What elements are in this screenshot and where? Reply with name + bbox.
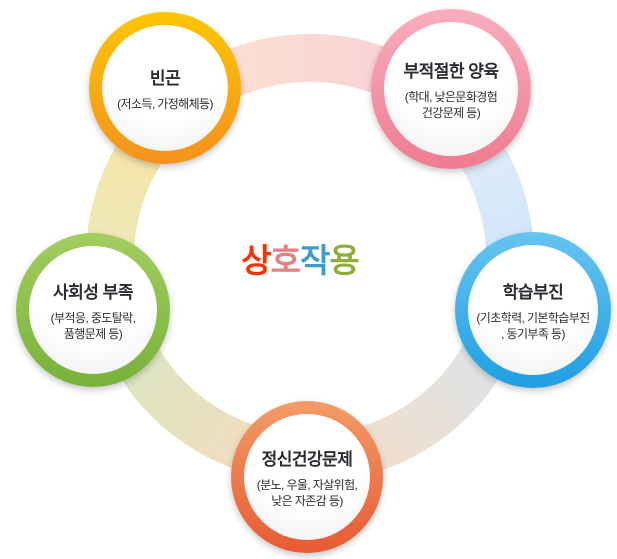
circle-subtitle: (기초학력, 기본학습부진 , 동기부족 등) <box>476 310 590 342</box>
circle-title: 부적절한 양육 <box>403 61 499 81</box>
circle-mental-health: 정신건강문제 (분노, 우울, 자살위험, 낮은 자존감 등) <box>231 401 383 553</box>
circle-poverty-face: 빈곤 (저소득, 가정해체등) <box>102 25 228 151</box>
circle-social-deficit-face: 사회성 부족 (부적응, 중도탈락, 품행문제 등) <box>29 246 157 374</box>
circle-inadequate-parenting-face: 부적절한 양육 (학대, 낮은문화경험 건강문제 등) <box>384 22 518 156</box>
circle-subtitle: (학대, 낮은문화경험 건강문제 등) <box>404 89 498 121</box>
circle-mental-health-face: 정신건강문제 (분노, 우울, 자살위험, 낮은 자존감 등) <box>244 414 370 540</box>
subtitle-line: (저소득, 가정해체등) <box>117 96 213 111</box>
circle-title: 학습부진 <box>502 282 564 302</box>
subtitle-line: (분노, 우울, 자살위험, <box>256 477 358 492</box>
subtitle-line: (기초학력, 기본학습부진 <box>476 310 590 325</box>
center-title: 상호작용 <box>241 234 360 282</box>
subtitle-line: 낮은 자존감 등) <box>271 493 343 508</box>
circle-poverty: 빈곤 (저소득, 가정해체등) <box>89 12 241 164</box>
circle-title: 빈곤 <box>149 68 181 88</box>
center-title-char: 용 <box>329 242 359 279</box>
circle-subtitle: (분노, 우울, 자살위험, 낮은 자존감 등) <box>257 478 358 509</box>
center-title-char: 상 <box>241 242 271 279</box>
center-title-char: 호 <box>270 242 301 279</box>
circle-learning-difficulty: 학습부진 (기초학력, 기본학습부진 , 동기부족 등) <box>455 232 611 388</box>
subtitle-line: (부적응, 중도탈락, <box>50 310 136 325</box>
circle-social-deficit: 사회성 부족 (부적응, 중도탈락, 품행문제 등) <box>16 233 170 387</box>
circle-inadequate-parenting: 부적절한 양육 (학대, 낮은문화경험 건강문제 등) <box>371 9 531 169</box>
subtitle-line: 건강문제 등) <box>421 105 481 120</box>
circle-subtitle: (부적응, 중도탈락, 품행문제 등) <box>51 311 136 342</box>
subtitle-line: 품행문제 등) <box>63 326 123 341</box>
circle-learning-difficulty-face: 학습부진 (기초학력, 기본학습부진 , 동기부족 등) <box>468 245 598 375</box>
center-title-char: 작 <box>300 242 330 279</box>
circle-title: 사회성 부족 <box>53 282 133 302</box>
circle-title: 정신건강문제 <box>261 449 353 469</box>
circle-subtitle: (저소득, 가정해체등) <box>117 97 213 113</box>
subtitle-line: (학대, 낮은문화경험 <box>404 89 498 104</box>
subtitle-line: , 동기부족 등) <box>501 326 565 341</box>
